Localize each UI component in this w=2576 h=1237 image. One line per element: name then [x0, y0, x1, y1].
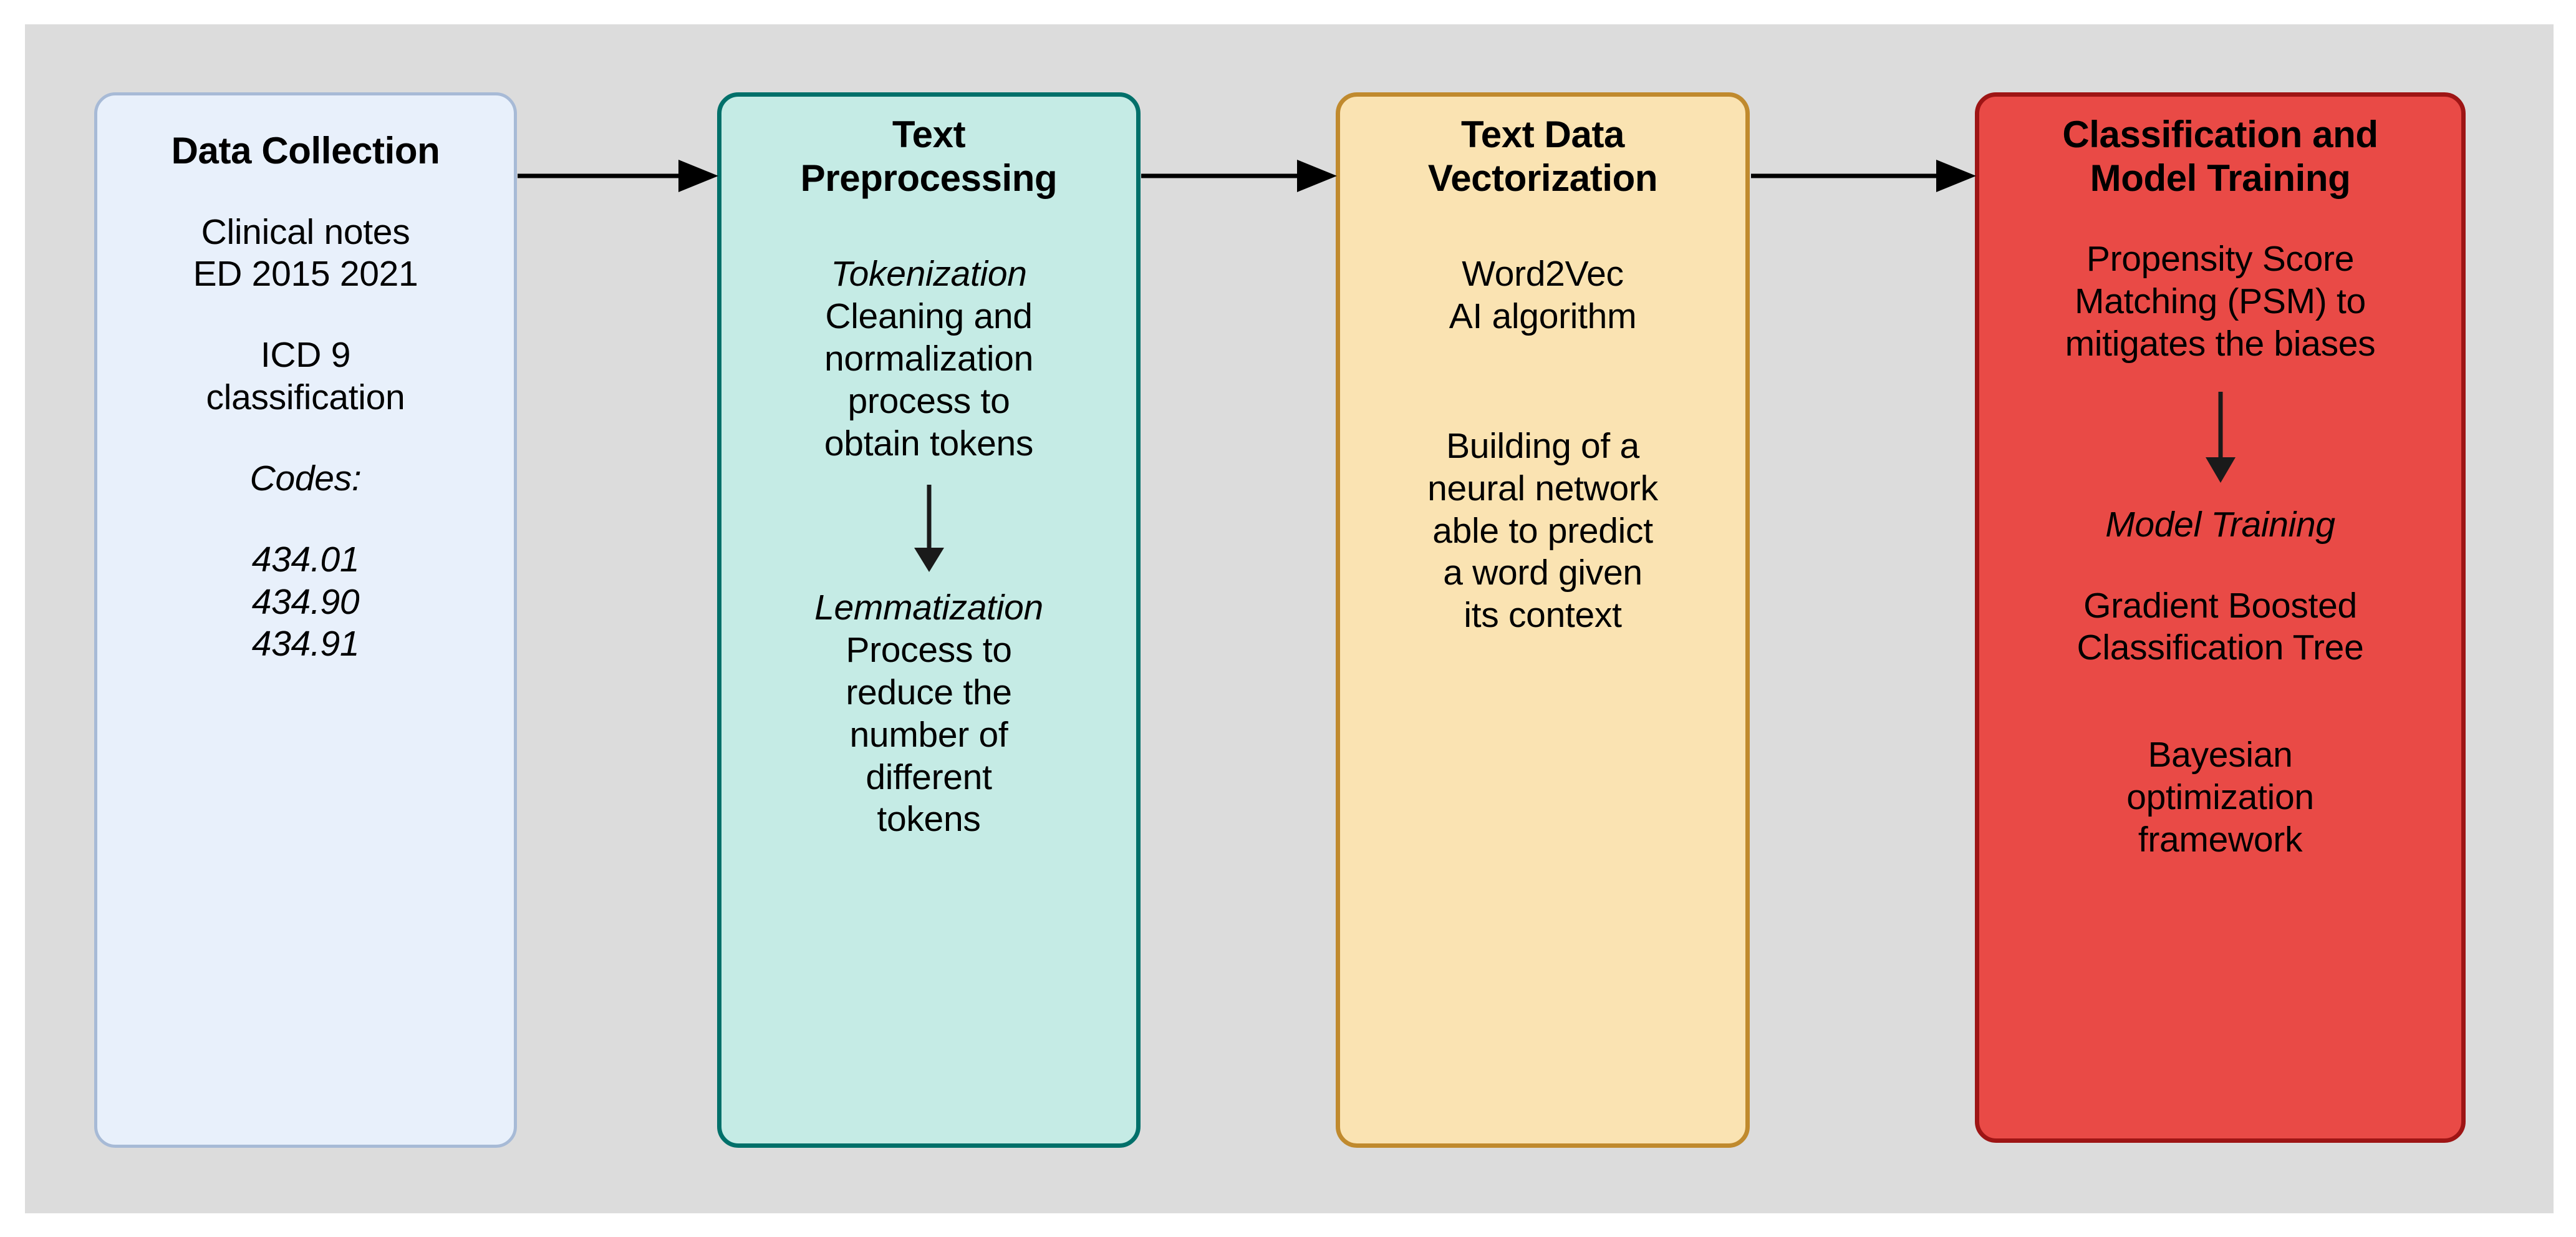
data-collection-code-43490: 434.90	[251, 581, 360, 622]
spacer	[736, 200, 1121, 253]
node-title-classification-line1: Classification and	[2062, 114, 2378, 155]
arrow-preprocessing-to-vectorization	[1141, 157, 1337, 195]
vectorization-desc-line3: able to predict	[1432, 510, 1653, 551]
node-title-classification-line2: Model Training	[2090, 157, 2351, 199]
lemmatization-body-line2: reduce the	[846, 672, 1012, 712]
spacer	[112, 173, 499, 211]
lemmatization-body-line5: tokens	[877, 799, 981, 840]
node-title-text-preprocessing-line1: Text	[892, 114, 966, 155]
data-collection-codes-label: Codes:	[249, 458, 362, 498]
vectorization-desc-line2: neural network	[1427, 468, 1658, 508]
vectorization-word2vec: Word2Vec	[1462, 254, 1624, 294]
gradient-boosted-line2: Classification Tree	[2077, 628, 2364, 668]
psm-line3: mitigates the biases	[2065, 323, 2376, 364]
psm-line2: Matching (PSM) to	[2075, 281, 2366, 322]
node-title-vectorization-line2: Vectorization	[1427, 157, 1658, 199]
spacer	[1355, 338, 1730, 425]
data-collection-line-ed-years: ED 2015 2021	[193, 254, 418, 294]
tokenization-body-line4: obtain tokens	[824, 423, 1034, 463]
data-collection-line-icd9: ICD 9	[260, 335, 351, 376]
node-text-data-vectorization[interactable]: Text Data Vectorization Word2Vec AI algo…	[1336, 92, 1750, 1148]
vectorization-desc-line5: its context	[1464, 595, 1622, 636]
spacer	[1994, 546, 2446, 585]
vectorization-desc-line4: a word given	[1443, 553, 1643, 593]
spacer	[112, 296, 499, 334]
data-collection-line-clinical-notes: Clinical notes	[201, 211, 410, 252]
tokenization-body-line1: Cleaning and	[825, 296, 1033, 337]
down-arrow-icon-tokenization-to-lemmatization	[736, 485, 1121, 573]
node-classification-and-model-training[interactable]: Classification and Model Training Propen…	[1975, 92, 2466, 1143]
node-data-collection[interactable]: Data Collection Clinical notes ED 2015 2…	[94, 92, 517, 1148]
tokenization-heading: Tokenization	[831, 254, 1027, 294]
data-collection-code-43401: 434.01	[251, 539, 360, 580]
vectorization-ai-algorithm: AI algorithm	[1449, 296, 1637, 337]
node-title-vectorization-line1: Text Data	[1460, 114, 1625, 155]
spacer	[112, 500, 499, 539]
lemmatization-body-line4: different	[866, 757, 992, 797]
spacer	[1355, 200, 1730, 253]
lemmatization-body-line3: number of	[849, 714, 1008, 755]
lemmatization-body-line1: Process to	[846, 630, 1012, 671]
spacer	[1994, 200, 2446, 238]
data-collection-line-classification: classification	[206, 377, 405, 418]
tokenization-body-line3: process to	[847, 381, 1010, 421]
down-arrow-icon-psm-to-model-training	[1994, 391, 2446, 483]
bayesian-line3: framework	[2138, 819, 2303, 860]
arrow-vectorization-to-classification	[1751, 157, 1976, 195]
spacer	[112, 419, 499, 458]
model-training-heading: Model Training	[2105, 504, 2335, 545]
node-text-preprocessing[interactable]: Text Preprocessing Tokenization Cleaning…	[717, 92, 1141, 1148]
node-title-text-preprocessing-line2: Preprocessing	[800, 157, 1058, 199]
gradient-boosted-line1: Gradient Boosted	[2083, 585, 2357, 626]
lemmatization-heading: Lemmatization	[814, 588, 1043, 628]
tokenization-body-line2: normalization	[824, 338, 1034, 379]
bayesian-line1: Bayesian	[2148, 735, 2293, 775]
arrow-collection-to-preprocessing	[518, 157, 718, 195]
data-collection-code-43491: 434.91	[251, 624, 360, 664]
node-title-data-collection: Data Collection	[171, 130, 440, 172]
spacer	[1994, 669, 2446, 734]
bayesian-line2: optimization	[2126, 777, 2314, 817]
vectorization-desc-line1: Building of a	[1446, 425, 1639, 466]
psm-line1: Propensity Score	[2086, 239, 2355, 279]
